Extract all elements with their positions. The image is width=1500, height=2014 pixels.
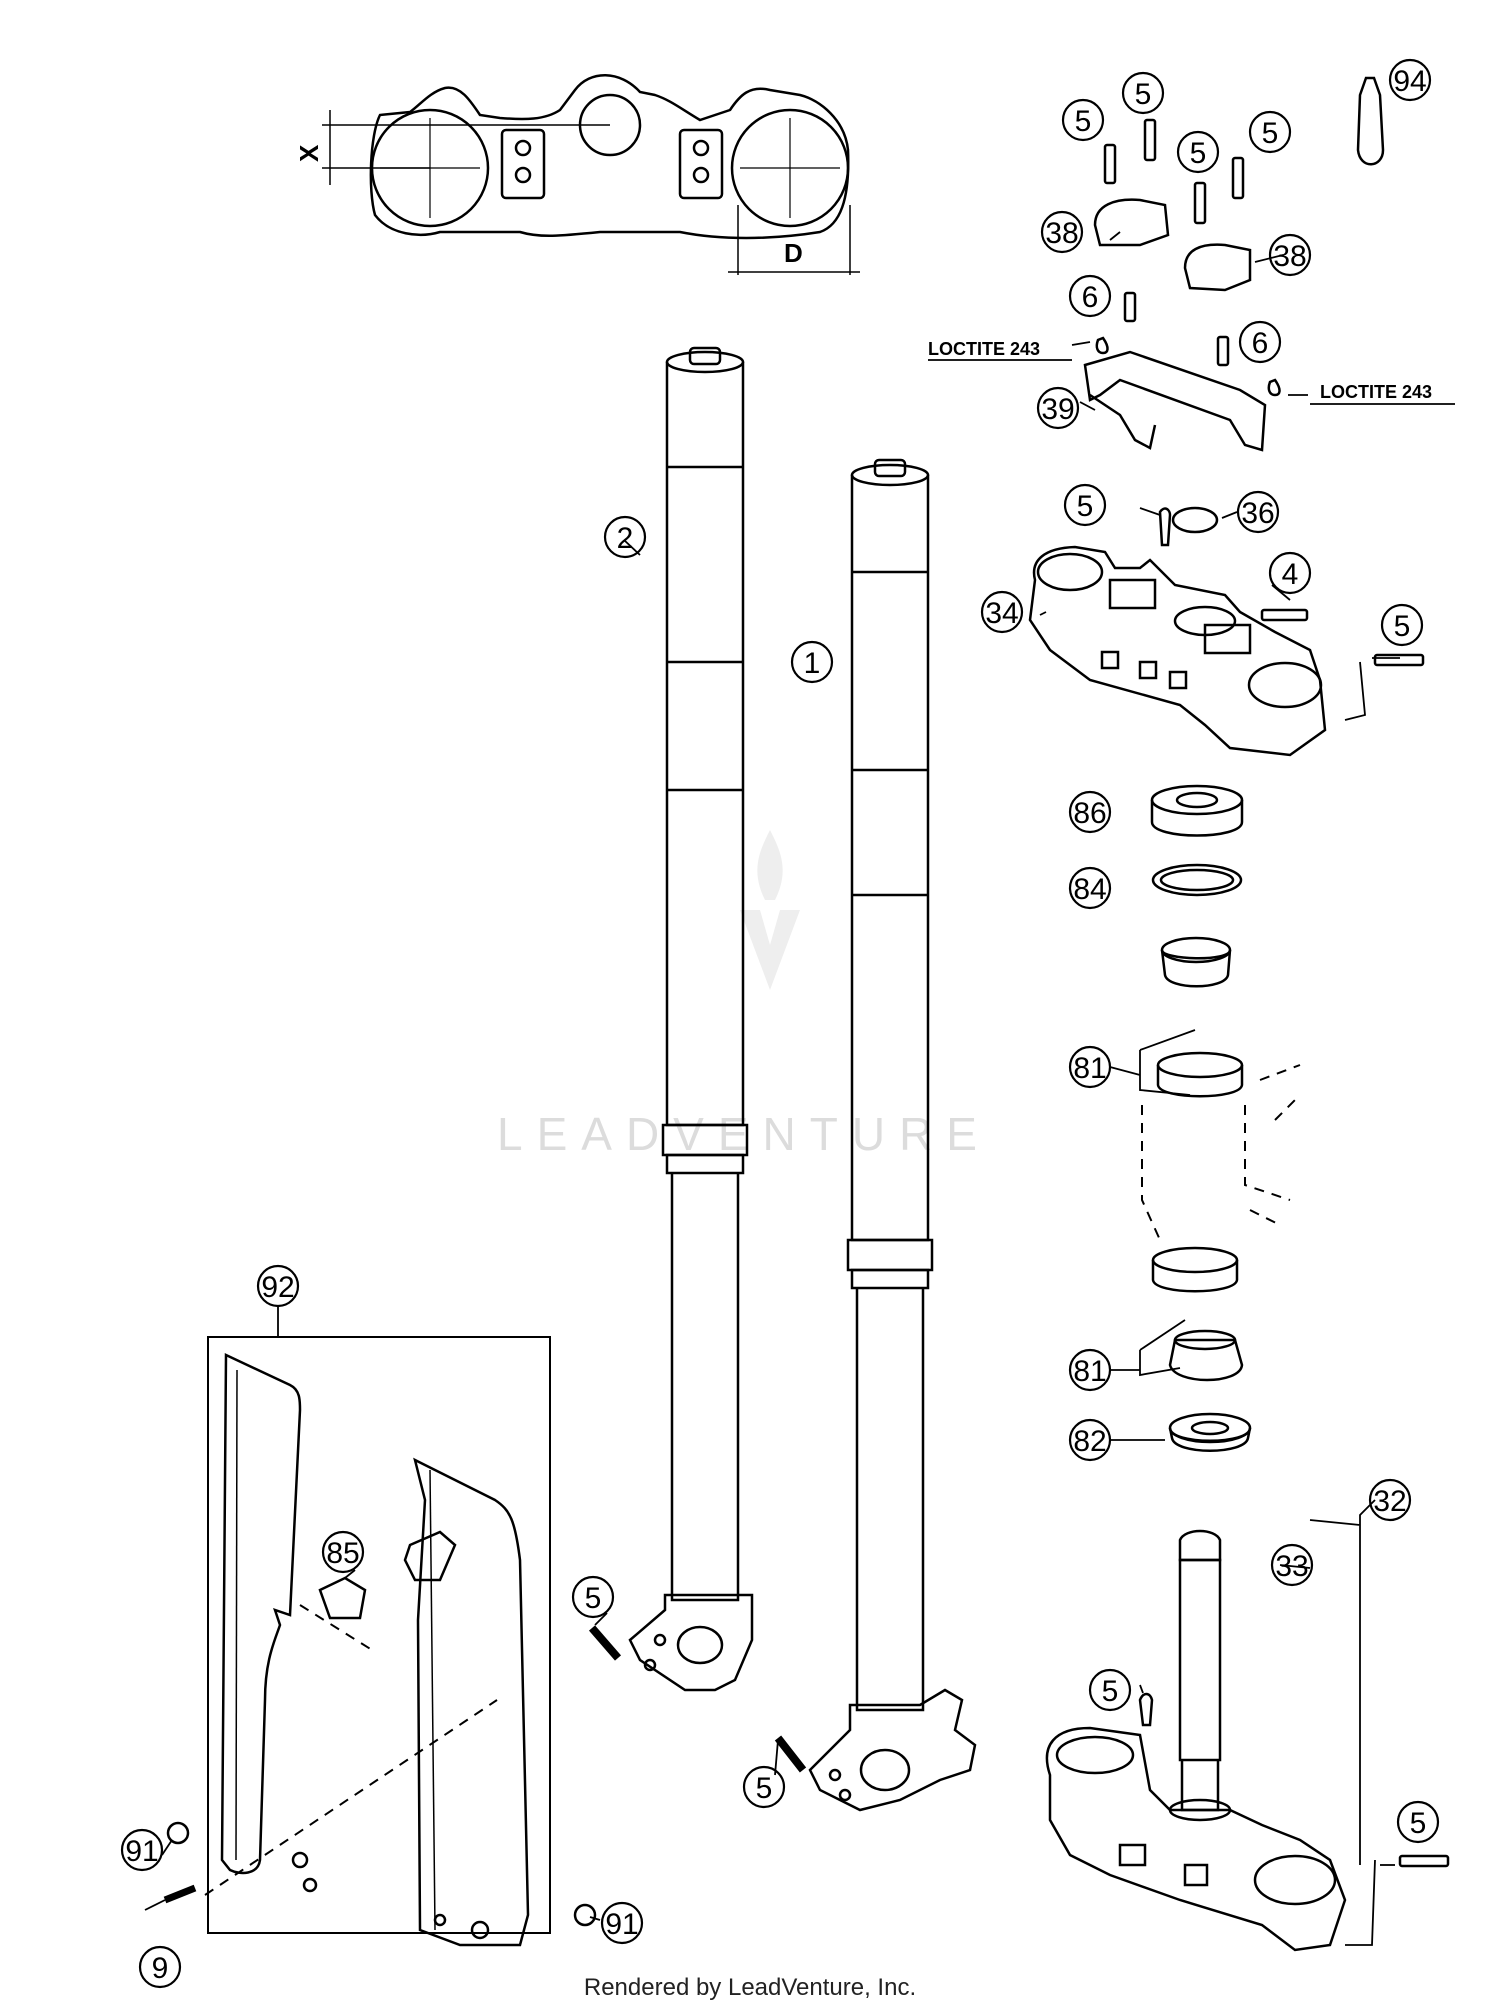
svg-text:5: 5 [1075,105,1092,138]
lower-triple-clamp [1045,1529,1450,1952]
callout-81: 81 [1068,1348,1112,1392]
rendered-by-footer: Rendered by LeadVenture, Inc. [583,1974,917,2001]
callout-5: 5 [1396,1800,1440,1844]
callout-5: 5 [1121,71,1165,115]
svg-text:5: 5 [1135,78,1152,111]
watermark-text: LEADVENTURE [497,1108,991,1160]
callout-84: 84 [1068,866,1112,910]
callout-5: 5 [1176,130,1220,174]
headset-bearings [1141,784,1301,1452]
svg-text:84: 84 [1073,873,1106,906]
svg-text:5: 5 [585,1582,602,1615]
callout-36: 36 [1236,490,1280,534]
handlebar-clamp-lower [1083,350,1267,452]
svg-text:6: 6 [1082,281,1099,314]
triple-clamp-dimension-view: X D [294,74,860,275]
callout-34: 34 [980,590,1024,634]
svg-text:92: 92 [261,1271,294,1304]
callouts: 94 5 5 5 5 38 38 6 6 39 5 36 4 34 5 2 1 … [120,58,1440,1989]
svg-text:36: 36 [1241,497,1274,530]
callout-5: 5 [1061,98,1105,142]
callout-4: 4 [1268,551,1312,595]
callout-82: 82 [1068,1418,1112,1462]
callout-91: 91 [600,1901,644,1945]
callout-38: 38 [1040,210,1084,254]
callout-5: 5 [742,1765,786,1809]
callout-5: 5 [1248,110,1292,154]
svg-text:5: 5 [1394,610,1411,643]
svg-text:5: 5 [1077,490,1094,523]
svg-text:34: 34 [985,597,1018,630]
handlebar-clamp-upper [1093,118,1281,397]
callout-85: 85 [321,1530,365,1574]
callout-5: 5 [1088,1668,1132,1712]
callout-9: 9 [138,1945,182,1989]
callout-5: 5 [571,1575,615,1619]
svg-text:32: 32 [1373,1485,1406,1518]
svg-text:82: 82 [1073,1425,1106,1458]
svg-text:5: 5 [1190,137,1207,170]
callout-38: 38 [1268,233,1312,277]
leader-lines [144,231,1400,1946]
dimension-x-label: X [294,144,324,162]
callout-5: 5 [1063,483,1107,527]
callout-5: 5 [1380,603,1424,647]
callout-92: 92 [256,1264,300,1308]
loctite-label-left: LOCTITE 243 [928,339,1040,359]
svg-text:94: 94 [1393,65,1426,98]
svg-text:5: 5 [1102,1675,1119,1708]
callout-91: 91 [120,1828,164,1872]
callout-33: 33 [1270,1543,1314,1587]
loctite-label-right: LOCTITE 243 [1320,382,1432,402]
loctite-labels: LOCTITE 243 LOCTITE 243 [928,339,1455,405]
svg-text:33: 33 [1275,1550,1308,1583]
svg-text:38: 38 [1045,217,1078,250]
callout-6: 6 [1238,320,1282,364]
svg-text:91: 91 [125,1835,158,1868]
svg-text:5: 5 [1410,1807,1427,1840]
svg-text:5: 5 [1262,117,1279,150]
callout-2: 2 [603,515,647,559]
callout-81: 81 [1068,1045,1112,1089]
callout-1: 1 [790,640,834,684]
callout-86: 86 [1068,790,1112,834]
fork-leg-left [628,346,754,1692]
dimension-d-label: D [784,238,803,268]
svg-text:81: 81 [1073,1052,1106,1085]
svg-text:39: 39 [1041,393,1074,426]
svg-text:5: 5 [756,1772,773,1805]
svg-text:4: 4 [1282,558,1299,591]
svg-text:38: 38 [1273,240,1306,273]
svg-text:2: 2 [617,522,634,555]
fork-leg-right [808,458,977,1812]
svg-text:81: 81 [1073,1355,1106,1388]
callout-94: 94 [1388,58,1432,102]
leadventure-watermark: LEADVENTURE [497,830,991,1160]
svg-text:86: 86 [1073,797,1106,830]
callout-39: 39 [1036,386,1080,430]
svg-text:91: 91 [605,1908,638,1941]
callout-6: 6 [1068,274,1112,318]
loctite-bottle [1356,76,1385,166]
svg-text:6: 6 [1252,327,1269,360]
svg-text:9: 9 [152,1952,169,1985]
small-fasteners [163,1625,807,1927]
fork-guard-kit [204,1336,551,1947]
svg-text:1: 1 [804,647,821,680]
upper-triple-clamp [1028,506,1425,757]
svg-text:85: 85 [326,1537,359,1570]
callout-32: 32 [1368,1478,1412,1522]
